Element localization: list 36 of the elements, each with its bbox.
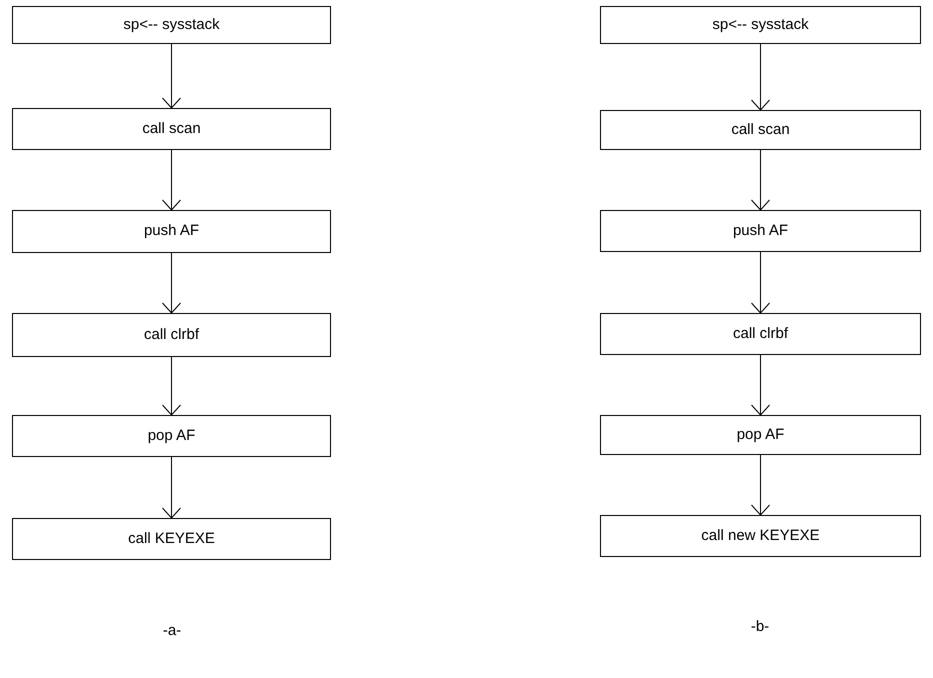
box-label: call scan <box>142 120 201 138</box>
box-label: pop AF <box>148 426 196 446</box>
process-box <box>12 6 331 44</box>
arrow <box>162 456 181 518</box>
box-label: sp<-- sysstack <box>712 16 809 34</box>
arrow <box>751 354 770 416</box>
process-box <box>12 313 331 357</box>
box-label: sp<-- sysstack <box>123 16 220 34</box>
arrow <box>162 150 181 210</box>
box-label: call new KEYEXE <box>701 526 820 546</box>
box-label: call KEYEXE <box>128 530 215 548</box>
process-box <box>600 313 921 355</box>
box-label: call clrbf <box>732 324 788 344</box>
process-box <box>600 210 921 252</box>
arrow <box>162 356 181 416</box>
process-box <box>12 415 331 457</box>
process-box <box>12 518 331 560</box>
arrow <box>162 252 181 314</box>
process-box <box>12 108 331 150</box>
diagram-caption: -a- <box>162 621 182 641</box>
process-box <box>600 6 921 44</box>
arrow <box>751 252 770 314</box>
diagram-caption: -b- <box>750 617 770 637</box>
process-box <box>600 515 921 557</box>
process-box <box>600 110 921 150</box>
process-box <box>12 210 331 253</box>
arrow <box>162 44 181 108</box>
box-label: pop AF <box>736 426 784 444</box>
arrow <box>751 44 770 110</box>
box-label: call scan <box>731 120 790 140</box>
box-label: call clrbf <box>144 326 199 344</box>
box-label: push AF <box>732 222 788 240</box>
arrow <box>751 454 770 516</box>
arrow <box>751 150 770 210</box>
box-label: push AF <box>144 222 200 241</box>
process-box <box>600 415 921 455</box>
